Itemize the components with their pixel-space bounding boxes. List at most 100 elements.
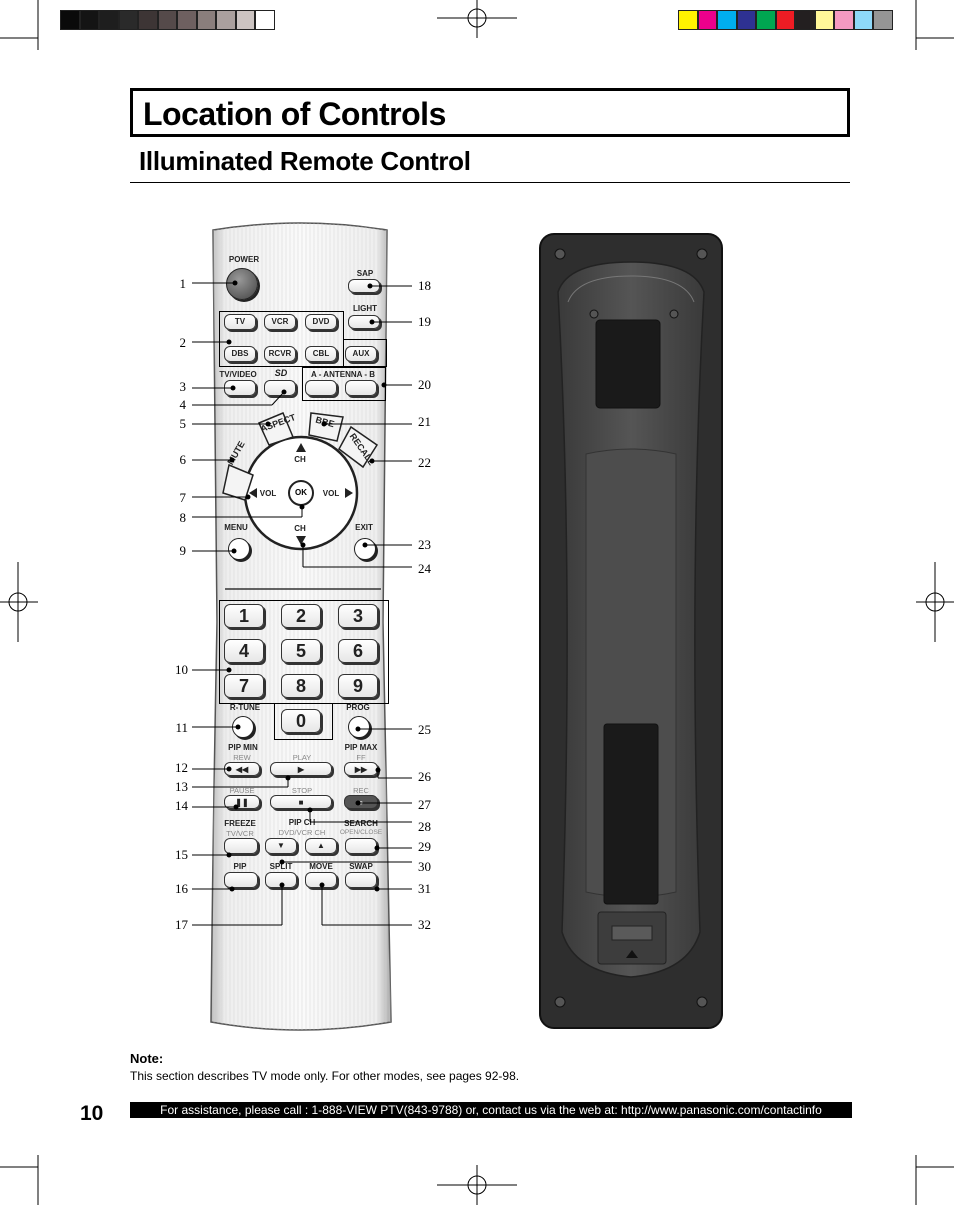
ff-label: FF <box>356 753 366 762</box>
ch-up-icon <box>296 443 306 452</box>
swap-button[interactable] <box>345 872 377 888</box>
tv-vcr-label: TV/VCR <box>226 829 254 838</box>
dvd-vcr-ch-label: DVD/VCR CH <box>278 828 326 837</box>
gray-swatch <box>235 10 255 30</box>
freeze-button[interactable] <box>224 838 258 854</box>
digit-4-button[interactable]: 4 <box>224 639 264 663</box>
aux-mode-button[interactable]: AUX <box>345 346 377 362</box>
digit-9-button[interactable]: 9 <box>338 674 378 698</box>
color-swatch <box>814 10 834 30</box>
digit-5-button[interactable]: 5 <box>281 639 321 663</box>
gray-swatch <box>255 10 275 30</box>
pip-min-label: PIP MIN <box>228 743 258 752</box>
sap-label: SAP <box>356 269 374 278</box>
callout-20: 20 <box>418 377 431 392</box>
mute-button <box>222 463 254 501</box>
mode-group-box <box>219 311 344 367</box>
footer-assistance: For assistance, please call : 1-888-VIEW… <box>130 1102 852 1118</box>
page-title: Location of Controls <box>143 96 446 132</box>
move-label: MOVE <box>309 862 333 871</box>
dbs-mode-button[interactable]: DBS <box>224 346 256 362</box>
callout-16: 16 <box>175 881 188 896</box>
tv-mode-button[interactable]: TV <box>224 314 256 330</box>
callout-1: 1 <box>179 276 187 291</box>
pip-button[interactable] <box>224 872 258 888</box>
swap-label: SWAP <box>349 862 373 871</box>
digit-6-button[interactable]: 6 <box>338 639 378 663</box>
pause-label: PAUSE <box>229 786 255 795</box>
pip-ch-label: PIP CH <box>288 818 316 827</box>
color-swatch <box>717 10 737 30</box>
pip-label: PIP <box>233 862 247 871</box>
callout-31: 31 <box>418 881 431 896</box>
callout-15: 15 <box>175 847 188 862</box>
bbe-button <box>308 412 344 442</box>
digit-2-button[interactable]: 2 <box>281 604 321 628</box>
sd-card-button[interactable] <box>264 380 296 396</box>
aspect-button <box>257 412 295 446</box>
note-heading: Note: <box>130 1051 164 1066</box>
vol-left-icon <box>249 488 257 498</box>
callout-6: 6 <box>179 452 187 467</box>
callout-29: 29 <box>418 839 431 854</box>
ch-down-label: CH <box>294 524 306 533</box>
callout-8: 8 <box>179 510 187 525</box>
digit-1-button[interactable]: 1 <box>224 604 264 628</box>
color-swatch <box>795 10 815 30</box>
callout-26: 26 <box>418 769 431 784</box>
pip-ch-down-button[interactable]: ▼ <box>265 838 297 854</box>
vol-left-label: VOL <box>259 489 277 498</box>
callout-7: 7 <box>179 490 187 505</box>
rcvr-mode-button[interactable]: RCVR <box>264 346 296 362</box>
digit-3-button[interactable]: 3 <box>338 604 378 628</box>
digit-0-button[interactable]: 0 <box>281 709 321 733</box>
callout-2: 2 <box>179 335 187 350</box>
callout-22: 22 <box>418 455 431 470</box>
pause-button[interactable]: ❚❚ <box>224 795 260 809</box>
mode-group-box-ext <box>344 339 387 367</box>
menu-button[interactable] <box>228 538 250 560</box>
number-pad-box-ext <box>274 703 333 740</box>
vcr-mode-button[interactable]: VCR <box>264 314 296 330</box>
pip-ch-up-button[interactable]: ▲ <box>305 838 337 854</box>
callout-18: 18 <box>418 278 431 293</box>
power-label: POWER <box>228 255 260 264</box>
dvd-mode-button[interactable]: DVD <box>305 314 337 330</box>
antenna-b-button[interactable] <box>345 380 377 396</box>
stop-button[interactable]: ■ <box>270 795 332 809</box>
menu-label: MENU <box>224 523 248 532</box>
callout-12: 12 <box>175 760 188 775</box>
play-button[interactable]: ▶ <box>270 762 332 776</box>
play-label: PLAY <box>292 753 312 762</box>
rec-label: REC <box>353 786 369 795</box>
exit-button[interactable] <box>354 538 376 560</box>
color-swatch <box>678 10 698 30</box>
callout-14: 14 <box>175 798 188 813</box>
power-button[interactable] <box>226 268 258 300</box>
ch-down-icon <box>296 536 306 545</box>
digit-7-button[interactable]: 7 <box>224 674 264 698</box>
callout-9: 9 <box>179 543 187 558</box>
callout-10: 10 <box>175 662 188 677</box>
remote-back-view <box>539 233 723 1029</box>
cbl-mode-button[interactable]: CBL <box>305 346 337 362</box>
open-close-label: OPEN/CLOSE <box>339 829 383 836</box>
split-button[interactable] <box>265 872 297 888</box>
callout-17: 17 <box>175 917 188 932</box>
r-tune-label: R-TUNE <box>229 703 261 712</box>
digit-8-button[interactable]: 8 <box>281 674 321 698</box>
move-button[interactable] <box>305 872 337 888</box>
vol-right-icon <box>345 488 353 498</box>
callout-24: 24 <box>418 561 431 576</box>
gray-swatch <box>60 10 80 30</box>
antenna-label: A - ANTENNA - B <box>311 370 375 379</box>
antenna-a-button[interactable] <box>305 380 337 396</box>
callout-23: 23 <box>418 537 431 552</box>
color-swatch <box>775 10 795 30</box>
gray-swatch <box>79 10 99 30</box>
stop-label: STOP <box>291 786 313 795</box>
callout-19: 19 <box>418 314 431 329</box>
callout-4: 4 <box>179 397 187 412</box>
gray-swatch <box>118 10 138 30</box>
